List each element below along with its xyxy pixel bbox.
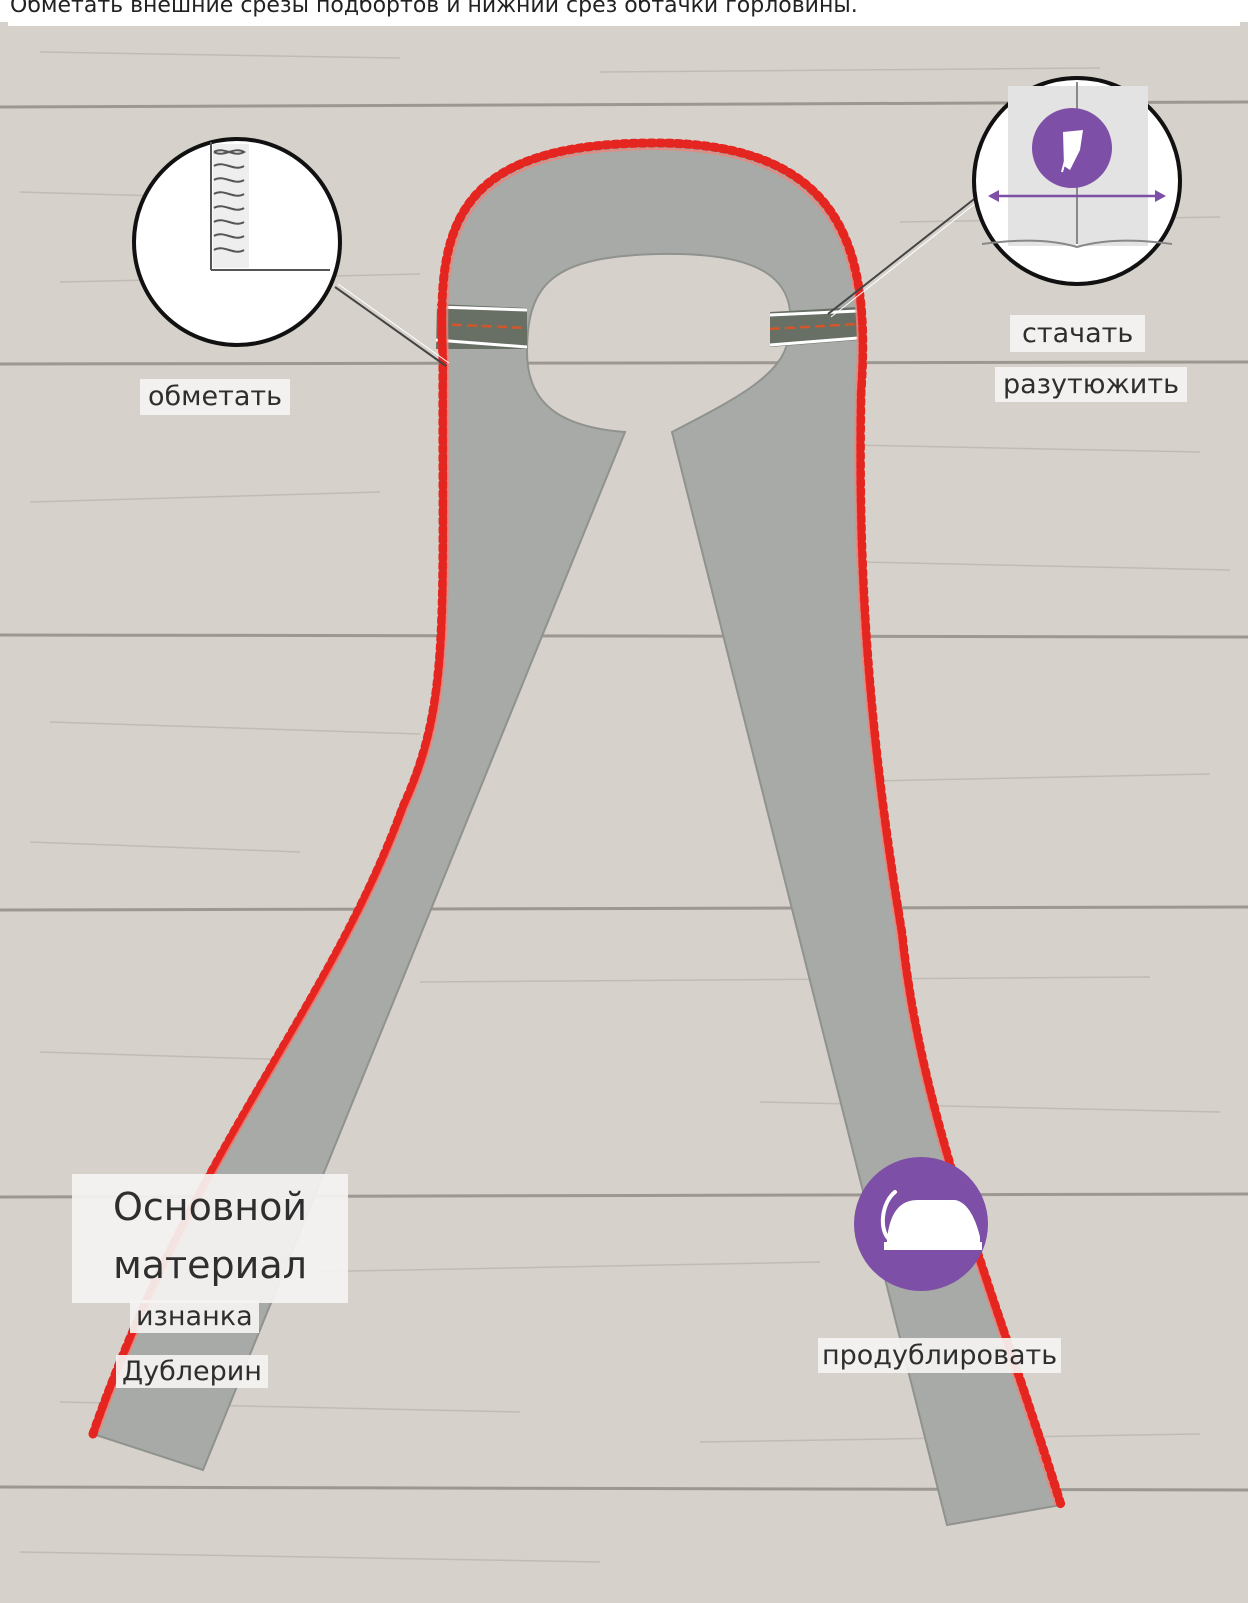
shoulder-seam-left [436,304,527,349]
overlock-stitch-icon [134,139,340,345]
instruction-text: Обметать внешние срезы подбортов и нижни… [10,0,858,18]
label-stachat: стачать [1010,315,1145,352]
shoulder-seam-right [770,307,858,347]
label-dublerin: Дублерин [116,1355,268,1388]
label-main-fabric-line2: материал [72,1236,348,1294]
label-obmetat: обметать [140,379,290,415]
label-main-fabric: Основной материал [72,1174,348,1303]
press-open-seam-icon [974,78,1180,284]
label-razutyuzhit: разутюжить [995,367,1187,402]
label-main-fabric-line1: Основной [72,1178,348,1236]
leader-line-left [335,287,446,366]
instruction-header: Обметать внешние срезы подбортов и нижни… [8,0,1240,26]
wood-background: обметать стачать разутюжить Основной мат… [0,22,1248,1603]
label-produblirovat: продублировать [818,1338,1061,1373]
iron-icon [854,1157,988,1291]
label-iznanka: изнанка [130,1300,259,1333]
